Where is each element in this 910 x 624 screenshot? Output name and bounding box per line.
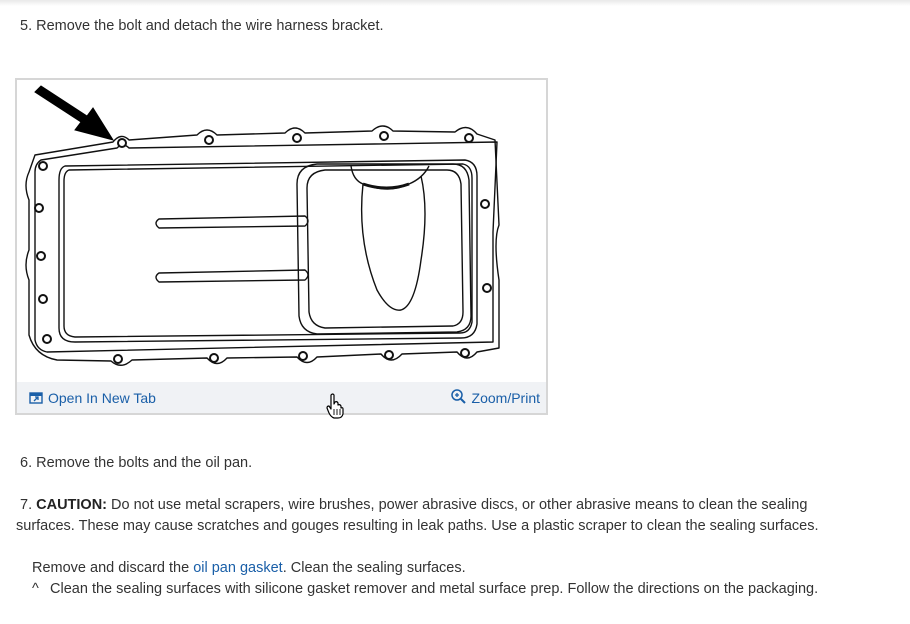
open-in-new-tab-icon: [29, 392, 43, 404]
zoom-print-button[interactable]: Zoom/Print: [450, 387, 540, 406]
open-in-new-tab-label: Open In New Tab: [48, 390, 156, 406]
zoom-print-label: Zoom/Print: [471, 390, 540, 406]
arrow-indicator: [34, 85, 115, 141]
remove-gasket-instruction: Remove and discard the oil pan gasket. C…: [32, 558, 466, 579]
top-shadow: [0, 0, 910, 6]
substep: ^ Clean the sealing surfaces with silico…: [32, 579, 818, 600]
oil-pan-diagram: [25, 85, 500, 366]
remove-suffix: . Clean the sealing surfaces.: [282, 560, 466, 576]
remove-prefix: Remove and discard the: [32, 560, 190, 576]
step-7-line-1: 7. CAUTION: Do not use metal scrapers, w…: [20, 495, 807, 516]
caution-text-line-2: surfaces. These may cause scratches and …: [16, 518, 819, 534]
substep-text: Clean the sealing surfaces with silicone…: [50, 581, 819, 597]
oil-pan-figure: Open In New Tab Zoom/Print: [15, 78, 548, 415]
step-7-number: 7.: [20, 497, 33, 513]
substep-marker: ^: [32, 581, 39, 597]
step-6: 6. Remove the bolts and the oil pan.: [20, 455, 253, 471]
zoom-in-icon: [450, 389, 466, 404]
hand-pointer-cursor: [326, 393, 344, 419]
figure-toolbar: Open In New Tab Zoom/Print: [17, 382, 546, 413]
oil-pan-gasket-link[interactable]: oil pan gasket: [193, 560, 283, 576]
caution-text-line-1: Do not use metal scrapers, wire brushes,…: [111, 497, 808, 513]
open-in-new-tab-button[interactable]: Open In New Tab: [29, 390, 156, 406]
caution-label: CAUTION:: [36, 497, 108, 513]
step-5: 5. Remove the bolt and detach the wire h…: [20, 18, 384, 34]
